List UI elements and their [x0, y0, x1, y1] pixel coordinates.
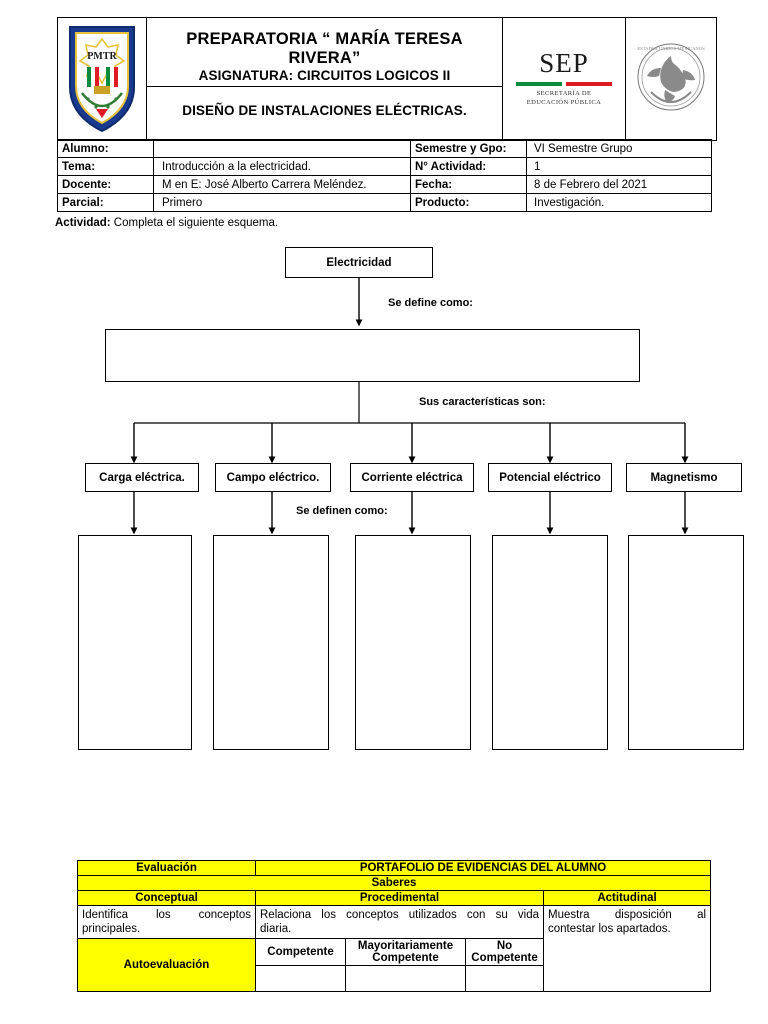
document-info-table: Alumno: Semestre y Gpo: VI Semestre Grup…: [57, 139, 712, 212]
diagram-answer-box-2[interactable]: [213, 535, 329, 750]
diagram-answer-box-1[interactable]: [78, 535, 192, 750]
info-value-alumno[interactable]: [153, 139, 411, 158]
eval-header-conceptual: Conceptual: [77, 890, 256, 906]
eval-header-procedimental: Procedimental: [255, 890, 544, 906]
info-value-semestre[interactable]: VI Semestre Grupo: [526, 139, 712, 158]
eval-desc-procedimental-l2: diaria.: [260, 923, 292, 936]
evaluation-table: Evaluación PORTAFOLIO DE EVIDENCIAS DEL …: [76, 860, 712, 992]
table-row: [78, 964, 711, 992]
info-value-fecha[interactable]: 8 de Febrero del 2021: [526, 175, 712, 194]
info-label-producto: Producto:: [410, 193, 527, 212]
info-value-producto[interactable]: Investigación.: [526, 193, 712, 212]
table-row: Evaluación PORTAFOLIO DE EVIDENCIAS DEL …: [77, 860, 712, 876]
subject-line: ASIGNATURA: CIRCUITOS LOGICOS II: [147, 68, 502, 88]
info-label-parcial: Parcial:: [57, 193, 154, 212]
diagram-answer-box-5[interactable]: [628, 535, 744, 750]
info-label-semestre: Semestre y Gpo:: [410, 139, 527, 158]
diagram-feature-box-2[interactable]: Campo eléctrico.: [215, 463, 331, 492]
eval-header-actitudinal: Actitudinal: [542, 890, 712, 906]
sep-subtitle-line2: EDUCACIÓN PÚBLICA: [526, 99, 602, 106]
diagram-feature-box-4[interactable]: Potencial eléctrico: [488, 463, 612, 492]
table-row: Alumno: Semestre y Gpo: VI Semestre Grup…: [57, 139, 712, 158]
diagram-node-root[interactable]: Electricidad: [285, 247, 433, 278]
info-value-docente[interactable]: M en E: José Alberto Carrera Meléndez.: [153, 175, 411, 194]
table-row: Docente: M en E: José Alberto Carrera Me…: [57, 175, 712, 194]
info-label-alumno: Alumno:: [57, 139, 154, 158]
activity-instruction: Actividad: Completa el siguiente esquema…: [55, 217, 278, 229]
eval-desc-procedimental: Relaciona los conceptos utilizados con s…: [255, 905, 544, 939]
info-label-tema: Tema:: [57, 157, 154, 176]
info-label-actividad: N° Actividad:: [410, 157, 527, 176]
sep-wordmark: SEP: [539, 48, 589, 79]
info-value-parcial[interactable]: Primero: [153, 193, 411, 212]
svg-text:PMTR: PMTR: [87, 51, 117, 62]
eval-check-competente[interactable]: [255, 964, 346, 992]
eval-check-mayoritariamente-competente[interactable]: [345, 964, 466, 992]
eval-header-saberes: Saberes: [76, 875, 712, 891]
table-row: Saberes: [76, 875, 712, 891]
eval-desc-procedimental-l1: Relaciona los conceptos utilizados con s…: [260, 909, 539, 921]
eval-level-no-competente: No Competente: [465, 937, 544, 966]
eval-level-mayoritariamente-competente: Mayoritariamente Competente: [345, 937, 466, 966]
course-line: DISEÑO DE INSTALACIONES ELÉCTRICAS.: [182, 103, 467, 119]
connector-label-se-define-como: Se define como:: [388, 297, 473, 309]
mexico-coat-of-arms-cell: ESTADOS UNIDOS MEXICANOS: [625, 17, 717, 141]
table-row: Identifica los conceptos principales. Re…: [77, 905, 712, 992]
eval-check-no-competente[interactable]: [465, 964, 544, 992]
mexico-flag-bars-icon: [516, 82, 612, 87]
table-row: Conceptual Procedimental Actitudinal: [77, 890, 712, 906]
diagram-definition-box[interactable]: [105, 329, 640, 382]
diagram-answer-box-4[interactable]: [492, 535, 608, 750]
eval-desc-actitudinal: Muestra disposición al contestar los apa…: [542, 905, 712, 992]
eval-label-autoevaluacion: Autoevaluación: [77, 937, 256, 992]
eval-desc-actitudinal-l1: Muestra disposición al: [548, 909, 707, 921]
sep-subtitle-line1: SECRETARÍA DE: [536, 90, 592, 98]
table-row: Parcial: Primero Producto: Investigación…: [57, 193, 712, 212]
mexico-coat-of-arms-icon: ESTADOS UNIDOS MEXICANOS: [637, 43, 705, 110]
eval-header-title: PORTAFOLIO DE EVIDENCIAS DEL ALUMNO: [254, 860, 712, 876]
info-value-actividad[interactable]: 1: [526, 157, 712, 176]
document-title-cell: PREPARATORIA “ MARÍA TERESA RIVERA” ASIG…: [146, 17, 503, 141]
info-value-tema[interactable]: Introducción a la electricidad.: [153, 157, 411, 176]
diagram-answer-box-3[interactable]: [355, 535, 471, 750]
eval-desc-conceptual-l1: Identifica los conceptos: [82, 909, 251, 921]
pmtr-shield-icon: PMTR: [69, 26, 135, 133]
connector-label-sus-caracteristicas-son: Sus características son:: [419, 396, 546, 408]
diagram-feature-box-1[interactable]: Carga eléctrica.: [85, 463, 199, 492]
sep-logo-cell: SEP SECRETARÍA DE EDUCACIÓN PÚBLICA: [502, 17, 626, 141]
eval-header-evaluacion: Evaluación: [77, 860, 256, 876]
diagram-feature-box-3[interactable]: Corriente eléctrica: [350, 463, 474, 492]
connector-label-se-definen-como: Se definen como:: [296, 505, 388, 517]
info-label-docente: Docente:: [57, 175, 154, 194]
eval-desc-conceptual: Identifica los conceptos principales.: [77, 905, 256, 939]
svg-text:ESTADOS UNIDOS MEXICANOS: ESTADOS UNIDOS MEXICANOS: [637, 46, 705, 51]
eval-desc-actitudinal-l2: contestar los apartados.: [548, 923, 671, 936]
eval-desc-conceptual-l2: principales.: [82, 923, 141, 936]
table-row: Tema: Introducción a la electricidad. N°…: [57, 157, 712, 176]
eval-level-competente: Competente: [255, 937, 346, 966]
school-name: PREPARATORIA “ MARÍA TERESA RIVERA”: [186, 29, 463, 67]
activity-text: Completa el siguiente esquema.: [110, 217, 279, 229]
info-label-fecha: Fecha:: [410, 175, 527, 194]
table-row: Autoevaluación Competente Mayoritariamen…: [77, 937, 711, 992]
diagram-feature-box-5[interactable]: Magnetismo: [626, 463, 742, 492]
activity-label: Actividad:: [55, 217, 111, 229]
school-logo-cell: PMTR: [57, 17, 147, 141]
document-header-table: PMTR PREPARATORIA “ M: [57, 17, 717, 141]
